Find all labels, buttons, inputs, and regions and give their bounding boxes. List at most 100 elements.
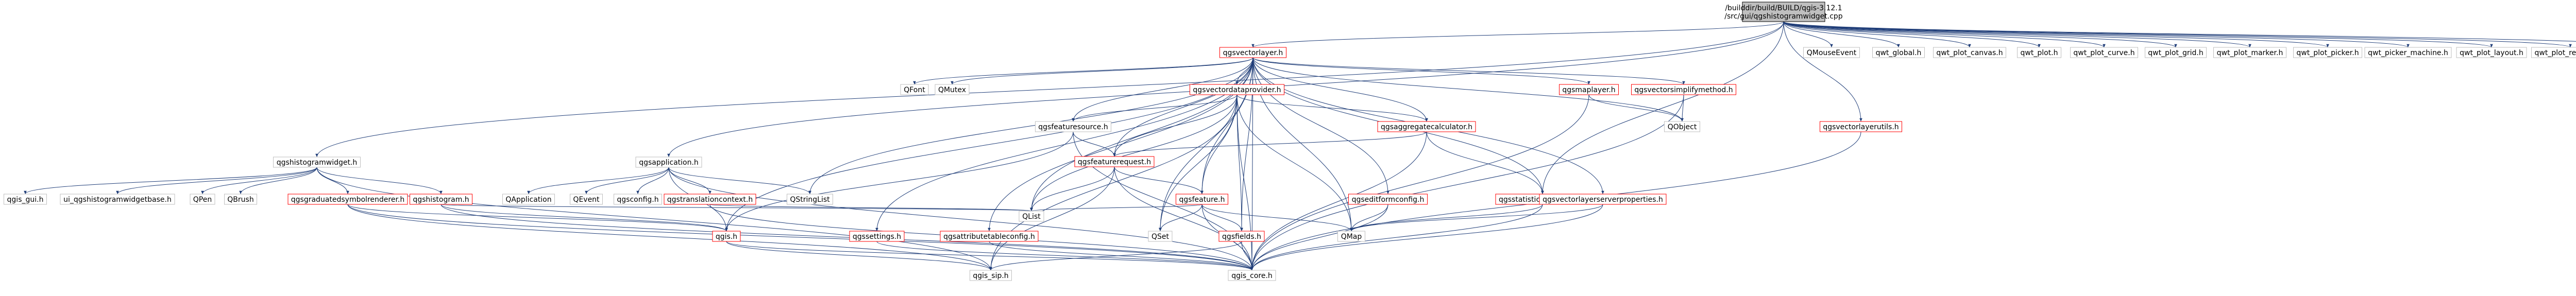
edge-root-to-qwt_plot_picker_h: [1783, 21, 2329, 48]
root-node[interactable]: /builddir/build/BUILD/qgis-3.12.1 /src/g…: [1724, 2, 1843, 22]
node-box: [2364, 47, 2452, 58]
node-qgsvectorlayerserverproperties_h[interactable]: qgsvectorlayerserverproperties.h: [1539, 194, 1667, 205]
node-label: qgsvectordataprovider.h: [1193, 86, 1281, 94]
node-qwt_plot_canvas_h[interactable]: qwt_plot_canvas.h: [1933, 47, 2006, 58]
node-qgis_core_h[interactable]: qgis_core.h: [1228, 270, 1276, 281]
node-qgsfeature_h[interactable]: qgsfeature.h: [1176, 194, 1228, 205]
edge-qgsgraduatedsymbolrenderer_h-to-qgis_h: [347, 204, 728, 232]
node-qwt_plot_picker_h[interactable]: qwt_plot_picker.h: [2293, 47, 2362, 58]
edge-root-to-qgsvectorlayer_h: [1251, 21, 1784, 48]
edge-qgshistogramwidget_h-to-ui_qgshistogramwidgetbase_h: [116, 167, 317, 195]
node-label: qgis_sip.h: [973, 272, 1008, 280]
node-box: [2213, 47, 2286, 58]
node-qwt_picker_machine_h[interactable]: qwt_picker_machine.h: [2364, 47, 2452, 58]
node-label: qgsmaplayer.h: [1562, 86, 1615, 94]
node-box: [1074, 156, 1155, 167]
edge-qgsfields_h-to-qgis_core_h: [1241, 241, 1253, 271]
edge-qgsfeaturerequest_h-to-qgis_sip_h: [989, 166, 1115, 271]
node-QMutex[interactable]: QMutex: [935, 84, 970, 95]
node-box: [2456, 47, 2527, 58]
node-label: QList: [1022, 213, 1041, 221]
node-qwt_plot_layout_h[interactable]: qwt_plot_layout.h: [2456, 47, 2527, 58]
node-QApplication[interactable]: QApplication: [502, 194, 555, 205]
node-qgseditformconfig_h[interactable]: qgseditformconfig.h: [1348, 194, 1428, 205]
node-QList[interactable]: QList: [1019, 211, 1044, 222]
node-qgsconfig_h[interactable]: qgsconfig.h: [614, 194, 662, 205]
node-qwt_plot_curve_h[interactable]: qwt_plot_curve.h: [2070, 47, 2138, 58]
node-qgsfeaturerequest_h[interactable]: qgsfeaturerequest.h: [1074, 156, 1155, 167]
edge-qgsapplication_h-to-QApplication: [527, 167, 669, 195]
node-label: qgsconfig.h: [617, 196, 658, 204]
node-box: [1337, 231, 1365, 242]
node-QFont[interactable]: QFont: [900, 84, 929, 95]
node-qgstranslationcontext_h[interactable]: qgstranslationcontext.h: [664, 194, 756, 205]
node-QMap[interactable]: QMap: [1337, 231, 1365, 242]
node-ui_qgshistogramwidgetbase_h[interactable]: ui_qgshistogramwidgetbase.h: [60, 194, 175, 205]
node-qwt_plot_h[interactable]: qwt_plot.h: [2017, 47, 2061, 58]
node-QPen[interactable]: QPen: [190, 194, 215, 205]
edge-qgsvectorlayerserverproperties_h-to-qgis_core_h: [1250, 204, 1603, 271]
node-QSet[interactable]: QSet: [1148, 231, 1173, 242]
node-qgsmaplayer_h[interactable]: qgsmaplayer.h: [1559, 84, 1619, 95]
node-label: qwt_plot_renderer.h: [2535, 49, 2576, 57]
edge-qgsvectorlayer_h-to-QMutex: [951, 57, 1253, 85]
node-label: qwt_plot_grid.h: [2148, 49, 2203, 57]
node-qgis_gui_h[interactable]: qgis_gui.h: [4, 194, 47, 205]
node-qgsapplication_h[interactable]: qgsapplication.h: [635, 156, 702, 168]
edge-qgshistogram_h-to-QList: [440, 204, 1032, 212]
edge-qgshistogramwidget_h-to-QBrush: [239, 167, 317, 195]
edge-root-to-qgshistogramwidget_h: [315, 21, 1784, 158]
node-QBrush[interactable]: QBrush: [224, 194, 257, 205]
node-qgsvectorsimplifymethod_h[interactable]: qgsvectorsimplifymethod.h: [1631, 84, 1736, 95]
node-box: [849, 231, 905, 242]
node-QStringList[interactable]: QStringList: [787, 194, 833, 205]
node-qgsvectorlayer_h[interactable]: qgsvectorlayer.h: [1219, 47, 1286, 58]
node-box: [224, 194, 257, 205]
node-qgshistogram_h[interactable]: qgshistogram.h: [410, 194, 472, 205]
node-label: QMap: [1341, 233, 1362, 241]
edge-qgsvectordataprovider_h-to-qgis_sip_h: [989, 94, 1238, 271]
edge-qgsvectorlayer_h-to-qgsvectorsimplifymethod_h: [1252, 57, 1685, 85]
node-qwt_plot_grid_h[interactable]: qwt_plot_grid.h: [2145, 47, 2207, 58]
node-qgis_sip_h[interactable]: qgis_sip.h: [970, 270, 1012, 281]
node-box: [635, 156, 702, 168]
node-qgshistogramwidget_h[interactable]: qgshistogramwidget.h: [273, 156, 361, 168]
node-qgsvectorlayerutils_h[interactable]: qgsvectorlayerutils.h: [1820, 121, 1902, 132]
edge-qgis_h-to-qgis_sip_h: [726, 241, 992, 271]
node-qwt_plot_marker_h[interactable]: qwt_plot_marker.h: [2213, 47, 2286, 58]
node-qgssettings_h[interactable]: qgssettings.h: [849, 231, 905, 242]
root-label-line1: /builddir/build/BUILD/qgis-3.12.1: [1725, 4, 1842, 12]
edge-qgsvectorlayer_h-to-QList: [1030, 57, 1253, 212]
root-label-line2: /src/gui/qgshistogramwidget.cpp: [1724, 12, 1843, 21]
node-label: qgssettings.h: [853, 233, 901, 241]
node-label: qgsapplication.h: [639, 159, 699, 167]
edge-qgsvectorlayer_h-to-qgsfields_h: [1240, 57, 1253, 232]
node-box: [787, 194, 833, 205]
edge-qgsvectorlayerserverproperties_h-to-QMap: [1350, 204, 1603, 232]
node-qgsgraduatedsymbolrenderer_h[interactable]: qgsgraduatedsymbolrenderer.h: [287, 194, 408, 205]
edge-qgsvectorlayer_h-to-qgseditformconfig_h: [1252, 57, 1389, 195]
node-box: [1035, 121, 1111, 132]
node-qwt_global_h[interactable]: qwt_global.h: [1872, 47, 1925, 58]
edge-qgsfields_h-to-qgis_sip_h: [989, 241, 1242, 271]
node-qgis_h[interactable]: qgis.h: [712, 231, 741, 242]
node-label: qwt_global.h: [1876, 49, 1922, 57]
node-qwt_plot_renderer_h[interactable]: qwt_plot_renderer.h: [2531, 47, 2576, 58]
edge-qgsgraduatedsymbolrenderer_h-to-qgis_core_h: [347, 204, 1253, 271]
node-label: qgis.h: [716, 233, 737, 241]
node-QObject[interactable]: QObject: [1664, 121, 1700, 132]
node-qgsfeaturesource_h[interactable]: qgsfeaturesource.h: [1035, 121, 1111, 132]
node-qgsfields_h[interactable]: qgsfields.h: [1218, 231, 1265, 242]
edge-qgsvectorlayer_h-to-qgsaggregatecalculator_h: [1252, 57, 1428, 122]
edge-root-to-qwt_plot_canvas_h: [1783, 21, 1971, 48]
node-box: [273, 156, 361, 168]
node-qgsattributetableconfig_h[interactable]: qgsattributetableconfig.h: [940, 231, 1039, 242]
edge-qgsvectordataprovider_h-to-QSet: [1159, 94, 1238, 232]
node-qgsaggregatecalculator_h[interactable]: qgsaggregatecalculator.h: [1377, 121, 1476, 132]
node-QEvent[interactable]: QEvent: [570, 194, 603, 205]
node-label: qgshistogramwidget.h: [277, 159, 358, 167]
edge-root-to-qwt_plot_curve_h: [1783, 21, 2106, 48]
node-QMouseEvent[interactable]: QMouseEvent: [1803, 47, 1860, 58]
node-label: qgsvectorlayerserverproperties.h: [1543, 196, 1663, 204]
node-qgsvectordataprovider_h[interactable]: qgsvectordataprovider.h: [1190, 84, 1284, 95]
